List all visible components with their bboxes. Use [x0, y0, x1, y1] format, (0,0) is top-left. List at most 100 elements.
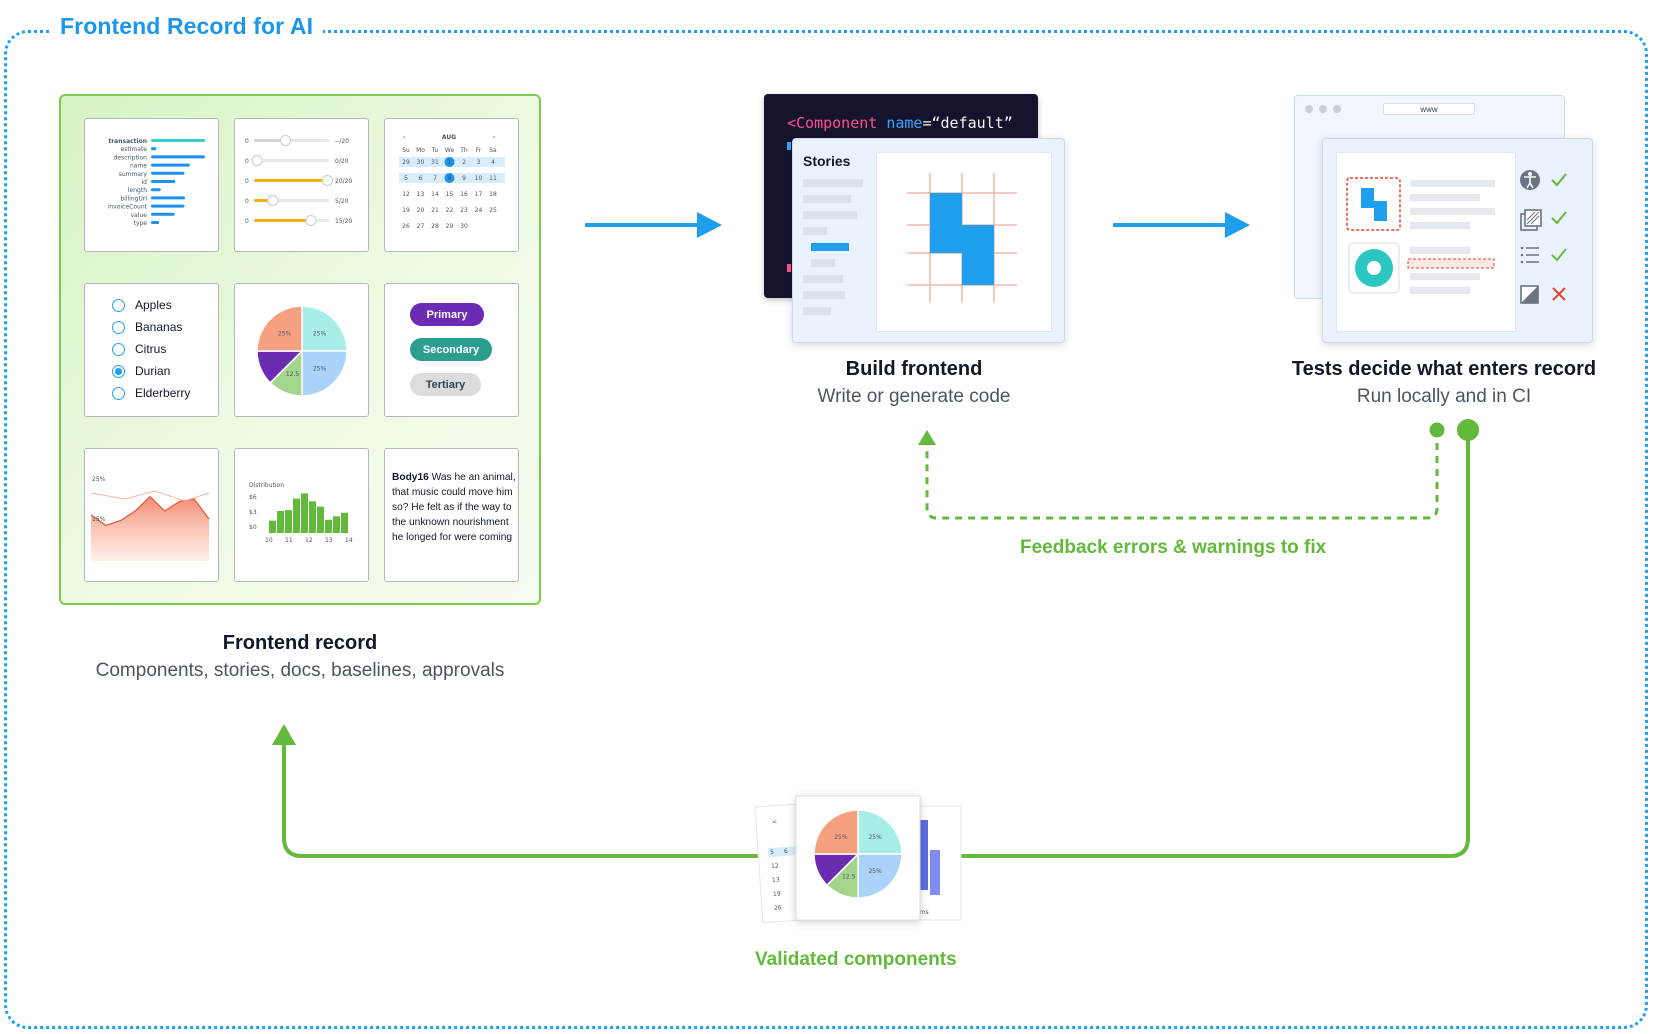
visual-stack-icon	[1520, 209, 1542, 231]
story-canvas	[876, 152, 1052, 332]
pie-label: 25%	[868, 834, 882, 841]
radio-option-bananas[interactable]: Bananas	[112, 320, 182, 334]
diagram-frame	[4, 30, 1648, 1029]
component-logo-icon	[1361, 188, 1387, 221]
pass-check-icon	[1551, 248, 1567, 262]
pie-slice	[857, 809, 903, 855]
code-value: =“default”	[922, 114, 1013, 132]
slider-min-label: 0	[245, 138, 249, 145]
record-subtitle: Components, stories, docs, baselines, ap…	[95, 660, 505, 681]
validated-pie-card: 25%25%12.512.5 %25%	[795, 795, 921, 921]
histogram-bar	[333, 516, 340, 533]
radio-circle	[112, 386, 125, 400]
pie-label: 12.5 %	[269, 357, 290, 364]
calendar-day: 6	[419, 175, 423, 182]
bar	[151, 196, 186, 200]
frame-title: Frontend Record for AI	[50, 13, 324, 40]
weekday-label: Sa	[489, 147, 497, 154]
calendar-day: 29	[446, 223, 454, 230]
bar	[151, 188, 161, 192]
pie-label: 25%	[868, 868, 882, 875]
radio-label: Citrus	[135, 342, 167, 356]
validated-calendar-day: 6	[784, 848, 788, 855]
calendar-day: 30	[460, 223, 468, 230]
slider-min-label: 0	[245, 218, 249, 225]
bar	[151, 204, 185, 208]
calendar-day: 17	[475, 191, 483, 198]
calendar-day: 23	[460, 207, 468, 214]
validated-calendar-day: 26	[774, 904, 782, 912]
radio-circle	[112, 298, 125, 312]
weekday-label: Mo	[416, 147, 425, 154]
bar-label: description	[114, 154, 148, 161]
histogram-bar	[293, 498, 300, 533]
weekday-label: We	[445, 147, 455, 154]
bar	[151, 139, 205, 142]
record-title: Frontend record	[222, 632, 378, 654]
calendar-day: 27	[417, 223, 425, 230]
stories-title: Stories	[803, 153, 851, 169]
code-cursor	[787, 264, 791, 272]
slider-thumb	[267, 195, 279, 206]
slider-value-label: 5/20	[335, 198, 349, 205]
pie-label: 25%	[834, 834, 848, 841]
bar-label: type	[134, 220, 148, 227]
calendar-day: 7	[433, 175, 437, 182]
component-preview-icon	[907, 173, 1017, 303]
calendar-day: 16	[460, 191, 468, 198]
calendar-day: 31	[431, 159, 439, 166]
radio-option-durian[interactable]: Durian	[112, 364, 170, 378]
radio-option-elderberry[interactable]: Elderberry	[112, 386, 190, 400]
slider-thumb	[322, 175, 333, 186]
histogram-x-tick: 14	[345, 537, 353, 544]
primary-button[interactable]: Primary	[410, 303, 484, 326]
slider-value-label: 0/20	[335, 158, 349, 165]
slider-thumb	[251, 155, 263, 166]
code-attr: name	[886, 114, 923, 132]
accessibility-icon	[1520, 170, 1540, 190]
histogram-bar	[269, 520, 276, 533]
calendar-day: 11	[489, 175, 497, 182]
slider-track	[254, 159, 329, 162]
bar-label: length	[128, 187, 147, 194]
area-chart: 25%15%	[90, 476, 210, 561]
slider-fill	[254, 179, 328, 182]
validated-calendar-day: 5	[770, 849, 774, 856]
slider-value-label: --/20	[335, 138, 349, 145]
secondary-button[interactable]: Secondary	[410, 338, 492, 361]
code-tag: <Component	[787, 114, 878, 132]
browser-window-front	[1322, 138, 1593, 343]
calendar-day: 22	[446, 207, 454, 214]
calendar-day: 1	[448, 159, 452, 166]
weekday-label: Fr	[476, 147, 482, 154]
slider-thumb	[280, 135, 291, 146]
bar-label: billingUrl	[120, 195, 147, 202]
calendar-day: 8	[448, 175, 452, 182]
pie-slice	[813, 809, 859, 855]
histogram-x-tick: 12	[305, 537, 313, 544]
slider-value-label: 15/20	[335, 218, 352, 225]
histogram-bar	[309, 501, 316, 533]
buttons-card: Primary Secondary Tertiary	[384, 283, 519, 417]
validated-calendar-day: 19	[773, 890, 781, 898]
calendar-day: 28	[431, 223, 439, 230]
area-fill	[91, 496, 209, 561]
radio-label: Bananas	[135, 320, 183, 334]
window-dot	[1305, 105, 1313, 113]
radio-option-citrus[interactable]: Citrus	[112, 342, 166, 356]
calendar-month: AUG	[442, 134, 456, 141]
histogram-bar	[341, 512, 348, 533]
contrast-icon	[1520, 285, 1539, 304]
bar-label: id	[142, 179, 148, 186]
body-text-content: Was he an animal, that music could move …	[392, 472, 516, 543]
area-tick-label: 15%	[92, 516, 106, 523]
radio-option-apples[interactable]: Apples	[112, 298, 172, 312]
tertiary-button[interactable]: Tertiary	[410, 373, 481, 396]
slider-min-label: 0	[245, 178, 249, 185]
feedback-label: Feedback errors & warnings to fix	[1020, 537, 1327, 558]
calendar-day: 20	[417, 207, 425, 214]
calendar-day: 29	[402, 159, 410, 166]
